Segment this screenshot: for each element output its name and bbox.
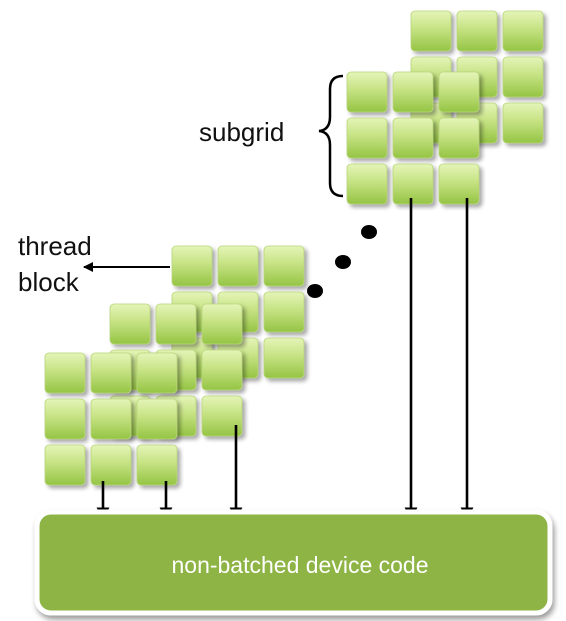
ellipsis-dots	[307, 225, 377, 298]
thread-cell	[346, 71, 388, 113]
subgrid-brace	[318, 74, 344, 198]
thread-cell	[438, 71, 480, 113]
ellipsis-dot	[307, 284, 323, 298]
thread-cell	[392, 163, 434, 205]
thread-cell	[438, 117, 480, 159]
thread-cell	[136, 398, 178, 440]
thread-cell	[502, 56, 544, 98]
thread-cell	[109, 303, 151, 345]
device-code-label: non-batched device code	[171, 552, 428, 578]
ellipsis-dot	[361, 225, 377, 239]
thread-cell	[410, 10, 452, 52]
thread-cell	[263, 337, 305, 379]
thread-cell	[136, 352, 178, 394]
thread-cell	[502, 102, 544, 144]
thread-block-grids	[44, 10, 544, 486]
thread-cell	[201, 349, 243, 391]
thread-cell	[392, 117, 434, 159]
thread-cell	[44, 352, 86, 394]
subgrid-label: subgrid	[199, 117, 284, 147]
thread-cell	[44, 444, 86, 486]
thread-cell	[155, 303, 197, 345]
thread-cell	[438, 163, 480, 205]
thread-label-line2: block	[18, 267, 80, 297]
thread-cell	[217, 245, 259, 287]
thread-label-line1: thread	[18, 231, 92, 261]
thread-cell	[346, 117, 388, 159]
thread-cell	[171, 245, 213, 287]
thread-cell	[90, 352, 132, 394]
thread-cell	[44, 398, 86, 440]
thread-cell	[136, 444, 178, 486]
thread-cell	[346, 163, 388, 205]
device-code-box	[34, 509, 553, 616]
thread-block	[346, 71, 480, 205]
thread-block	[44, 352, 178, 486]
thread-cell	[263, 291, 305, 333]
thread-cell	[263, 245, 305, 287]
thread-cell	[201, 303, 243, 345]
thread-cell	[90, 444, 132, 486]
thread-cell	[392, 71, 434, 113]
thread-cell	[90, 398, 132, 440]
thread-cell	[456, 10, 498, 52]
thread-cell	[201, 395, 243, 437]
ellipsis-dot	[335, 255, 351, 269]
thread-cell	[502, 10, 544, 52]
